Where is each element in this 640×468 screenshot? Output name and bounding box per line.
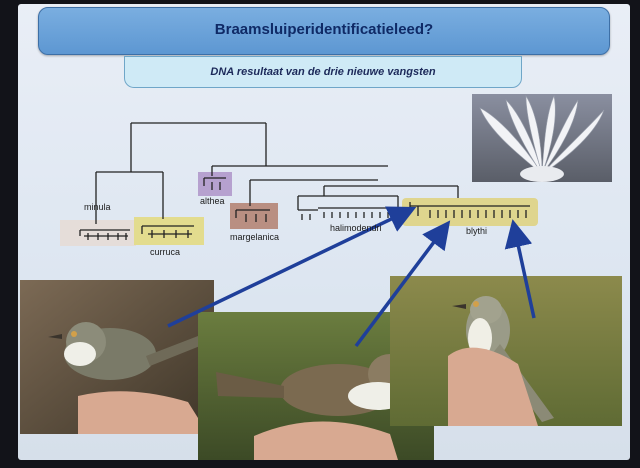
arrows [167, 206, 536, 348]
label-curruca: curruca [150, 247, 181, 257]
feather-photo [472, 94, 612, 182]
label-althea: althea [200, 196, 225, 206]
slide-title: Braamsluiperidentificatieleed? [214, 21, 434, 38]
arrow-left [167, 206, 417, 328]
bird-photo-left [20, 280, 214, 434]
phylogenetic-tree [79, 122, 530, 240]
curruca-box [134, 217, 204, 245]
title-banner: Braamsluiperidentificatieleed? [38, 7, 610, 55]
bird-photo-right [390, 276, 622, 426]
althea-box [198, 172, 232, 196]
subtitle-banner: DNA resultaat van de drie nieuwe vangste… [124, 56, 522, 88]
margelanica-box [230, 203, 278, 229]
arrow-right [504, 219, 536, 319]
slide-graphics [20, 94, 622, 460]
label-margelanica: margelanica [230, 232, 280, 242]
arrow-center [354, 220, 451, 348]
slide-subtitle: DNA resultaat van de drie nieuwe vangste… [210, 66, 436, 78]
label-halimodendri: halimodendri [330, 223, 382, 233]
slide: Braamsluiperidentificatieleed? DNA resul… [18, 4, 630, 460]
label-minula: minula [84, 202, 111, 212]
label-blythi: blythi [466, 226, 488, 236]
